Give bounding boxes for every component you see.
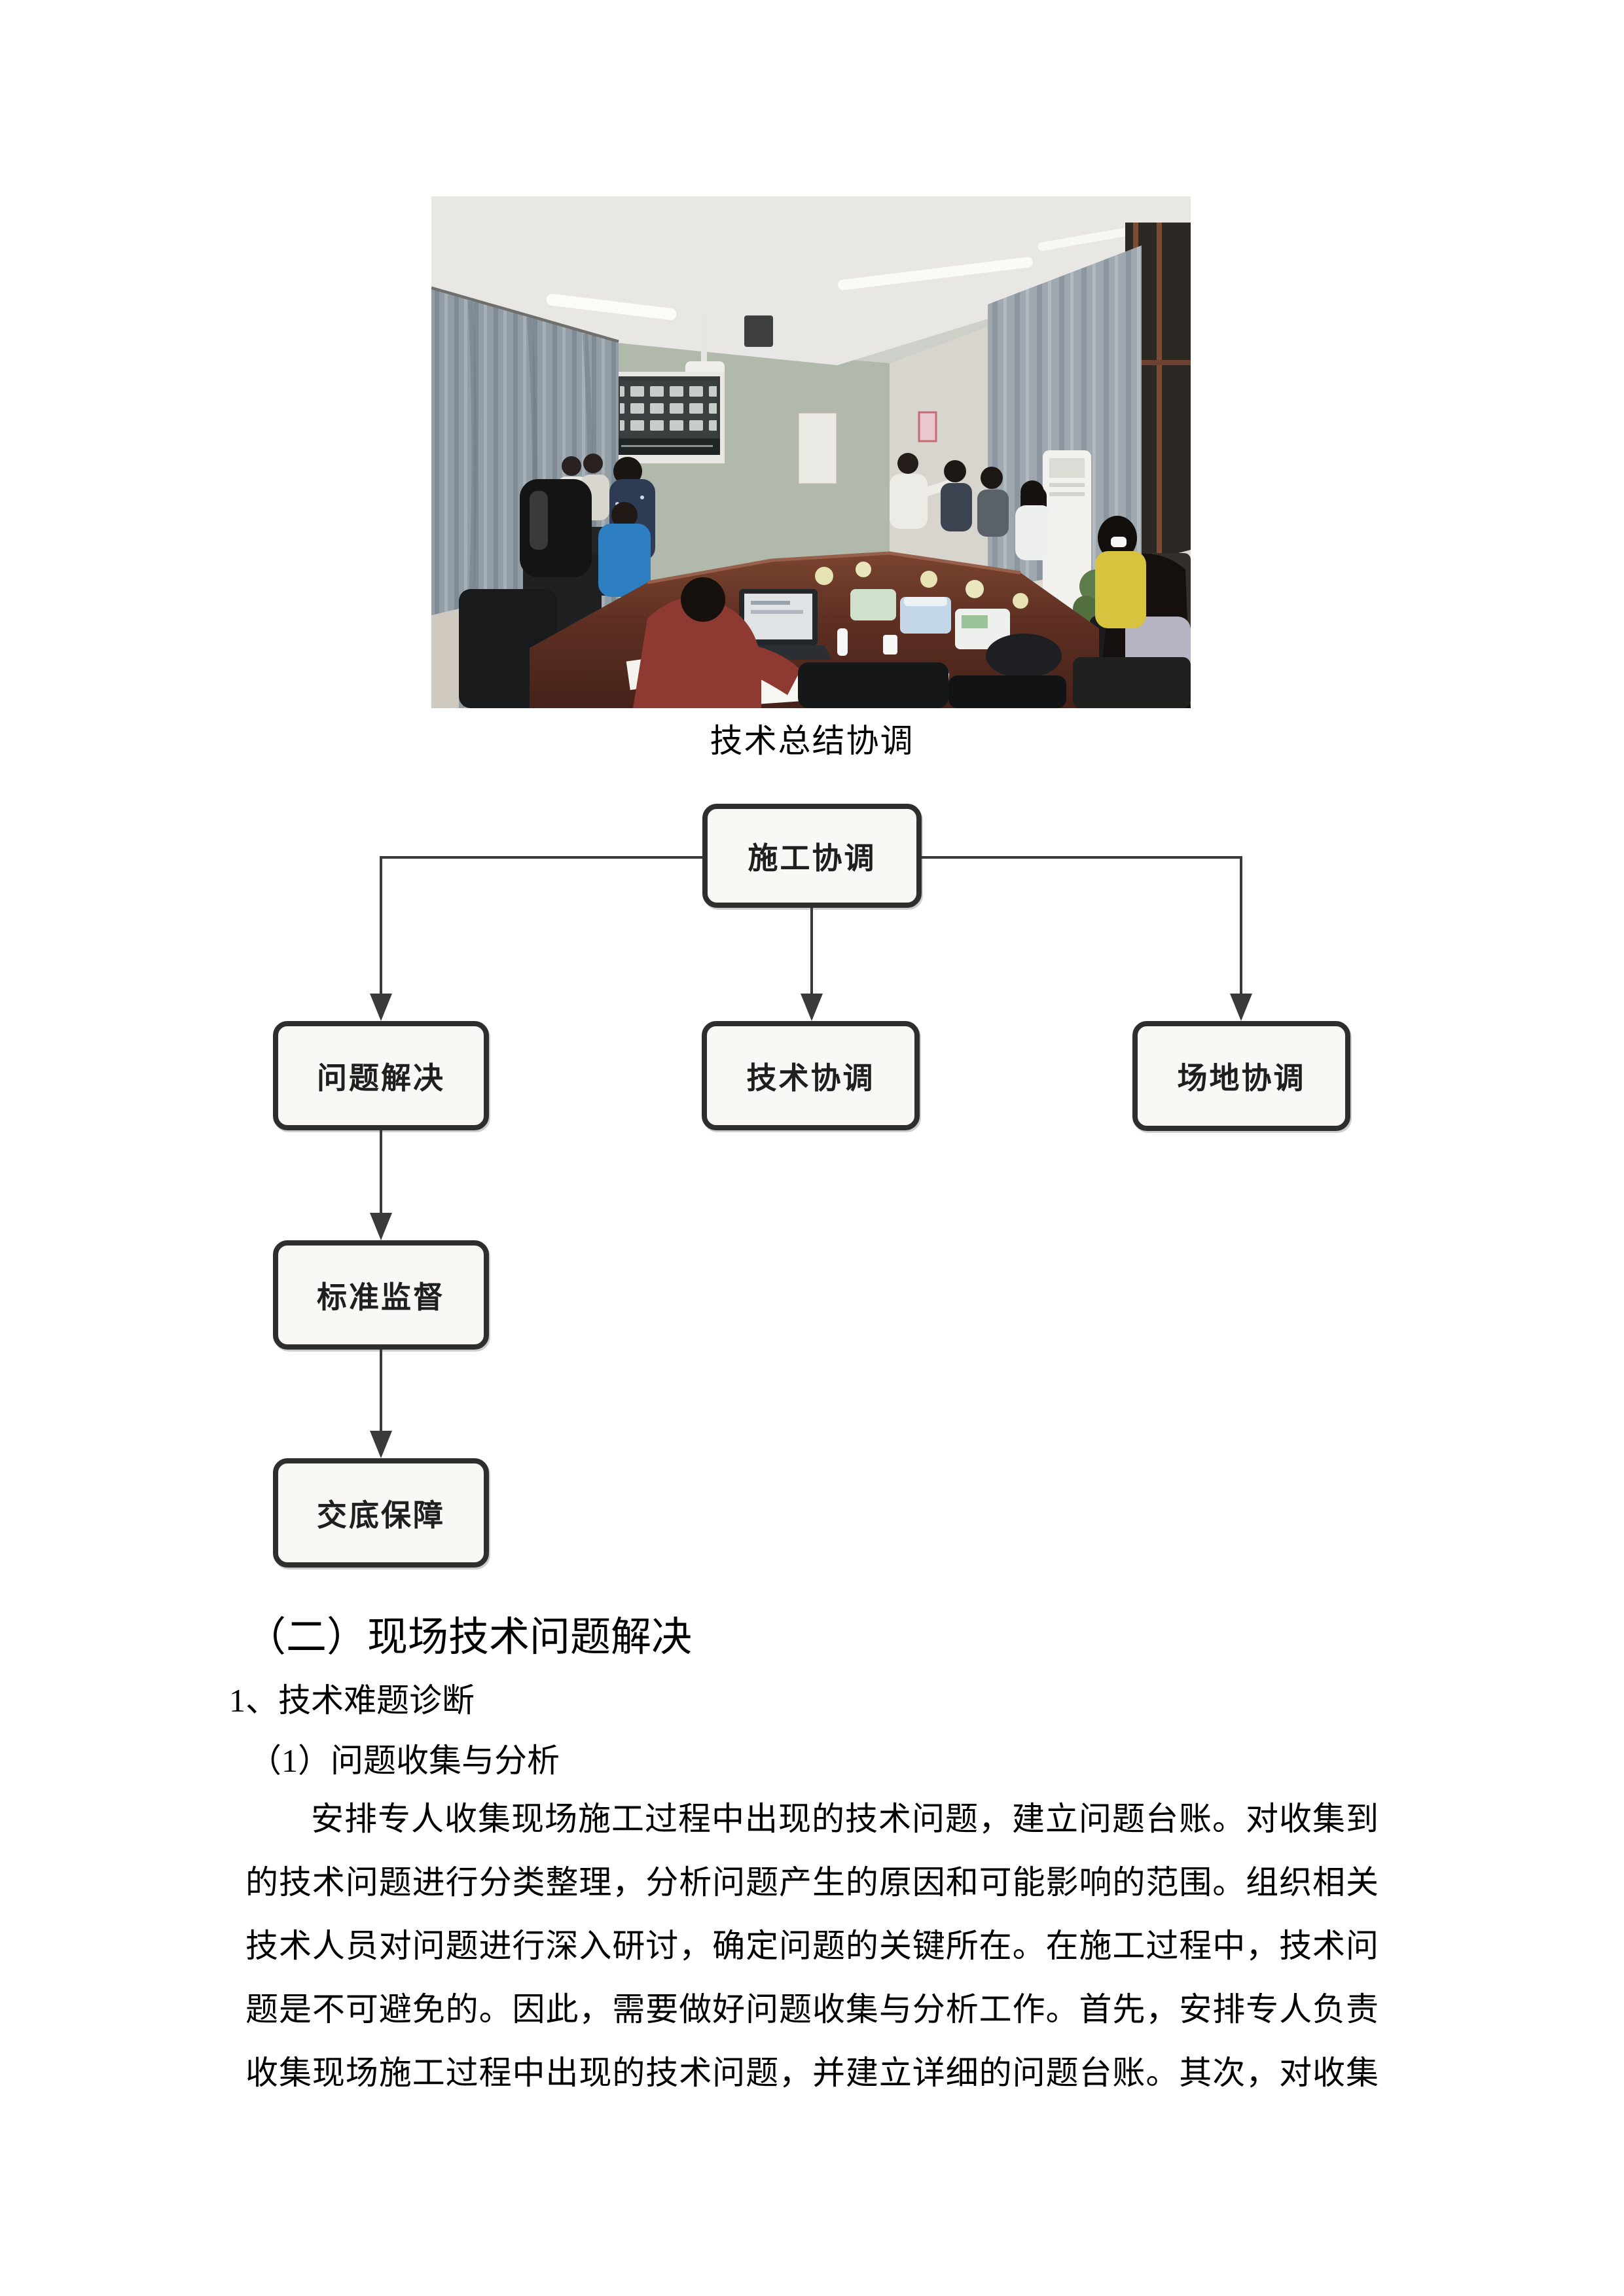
paragraph-line: 技术人员对问题进行深入研讨，确定问题的关键所在。在施工过程中，技术问 [245, 1928, 1379, 1964]
flowchart-node-biaozhunjiandu: 标准监督 [273, 1240, 489, 1350]
connector-right [922, 856, 1242, 995]
section-heading: （二）现场技术问题解决 [245, 1615, 693, 1660]
flowchart-node-jishuxietiao: 技术协调 [702, 1021, 920, 1130]
subheading-2: （1）问题收集与分析 [249, 1742, 560, 1779]
body-paragraph: 安排专人收集现场施工过程中出现的技术问题，建立问题台账。对收集到 的技术问题进行… [245, 1787, 1379, 2105]
arrowhead [370, 1431, 392, 1458]
subheading-1: 1、技术难题诊断 [229, 1682, 475, 1719]
meeting-photo [431, 196, 1191, 708]
flowchart-node-jiaodibaozhang: 交底保障 [273, 1458, 489, 1568]
flowchart-node-changdixietiao: 场地协调 [1132, 1021, 1350, 1131]
connector-left [380, 856, 702, 995]
attendees-foreground [633, 516, 1191, 708]
whiteboard [797, 411, 839, 486]
table-edge [647, 551, 1021, 584]
paragraph-line: 的技术问题进行分类整理，分析问题产生的原因和可能影响的范围。组织相关 [245, 1864, 1379, 1901]
projection-screen [612, 372, 725, 463]
arrowhead [1230, 994, 1252, 1021]
paragraph-line: 收集现场施工过程中出现的技术问题，并建立详细的问题台账。其次，对收集 [245, 2054, 1379, 2091]
flowchart-node-wentijiejue: 问题解决 [273, 1021, 489, 1130]
arrowhead [370, 1213, 392, 1240]
arrowhead [801, 994, 823, 1021]
arrowhead [370, 994, 392, 1021]
pink-poster [918, 411, 937, 442]
flowchart-node-shigongxietiao: 施工协调 [702, 804, 922, 908]
paragraph-line: 题是不可避免的。因此，需要做好问题收集与分析工作。首先，安排专人负责 [245, 1991, 1379, 2028]
photo-caption: 技术总结协调 [710, 723, 914, 759]
attendees-far [520, 453, 1052, 597]
paragraph-line: 安排专人收集现场施工过程中出现的技术问题，建立问题台账。对收集到 [311, 1801, 1379, 1837]
flowchart-connectors [370, 856, 1252, 1458]
